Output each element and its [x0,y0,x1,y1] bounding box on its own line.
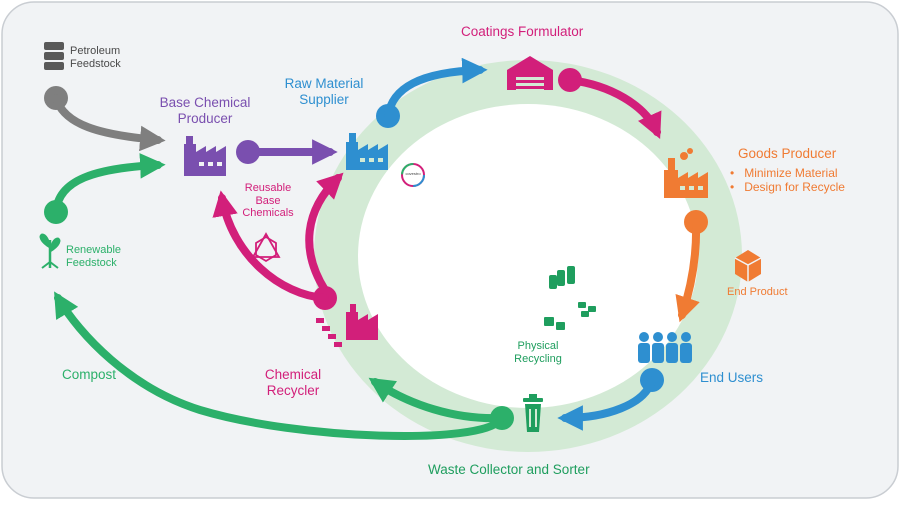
chemical-recycler-label-line2: Recycler [266,382,320,398]
ring-center [358,104,698,408]
compost-label: Compost [62,367,117,382]
raw-material-label-line2: Supplier [299,91,349,107]
end-product-label: End Product [727,286,788,298]
raw-material-factory-icon [346,133,388,170]
petroleum-feedstock-label: Petroleum Feedstock [70,45,121,70]
chemical-recycler-label-line1: Chemical [264,367,322,382]
package-box-icon [734,250,762,282]
recycled-cubes-icon [544,266,596,330]
petroleum-label-line2: Feedstock [70,57,121,70]
base-chemical-factory-icon [184,136,226,176]
raw-material-label-line1: Raw Material [284,76,364,91]
renewable-feedstock-label: Renewable Feedstock [66,244,121,269]
base-chemical-label-line2: Producer [177,110,233,126]
reusable-label-line2: Base [255,194,281,207]
factory-barrels-icon [316,304,378,347]
physical-label-line2: Recycling [514,352,562,365]
oil-barrels-icon [44,42,64,70]
raw-material-supplier-label: Raw Material Supplier [268,76,380,107]
people-group-icon [638,332,692,363]
coatings-formulator-label: Coatings Formulator [461,24,584,39]
supplier-to-formulator-arrow [376,57,488,128]
reusable-base-chemicals-label: Reusable Base Chemicals [228,182,308,220]
chemical-recycler-label: Chemical Recycler [244,367,342,398]
goods-to-end-users-arrow [675,210,708,323]
renewable-to-producer-arrow [44,153,166,224]
reusable-label-line3: Chemicals [242,207,294,220]
goods-bullet-design: Design for Recycle [730,180,845,195]
renewable-label-line1: Renewable [66,244,122,256]
recycler-to-producer-arrow [212,190,337,310]
compost-arrow [54,291,504,440]
goods-bullet-minimize: Minimize Material [730,166,845,181]
goods-producer-label: Goods Producer [738,146,837,161]
reusable-label-line1: Reusable [244,182,292,194]
base-chemical-producer-label: Base Chemical Producer [150,95,260,126]
molecule-icon [251,232,281,263]
end-users-label: End Users [700,370,764,385]
end-users-to-waste-arrow [557,368,664,431]
goods-producer-bullets: Minimize Material Design for Recycle [730,166,845,195]
petroleum-label-line1: Petroleum [70,45,121,57]
petroleum-to-producer-arrow [44,86,166,152]
formulator-to-goods-arrow [558,68,662,140]
renewable-label-line2: Feedstock [66,256,117,269]
physical-recycling-label: Physical Recycling [498,340,578,365]
warehouse-icon [507,56,553,90]
goods-factory-icon [664,148,708,198]
physical-label-line1: Physical [517,340,559,352]
brand-logo-icon [401,163,425,187]
producer-to-supplier-arrow [236,139,338,165]
trash-bin-icon [523,394,543,432]
base-chemical-label-line1: Base Chemical [159,95,251,110]
recycler-to-supplier-arrow [305,172,344,294]
brand-logo-text: covestro [405,171,421,176]
waste-collector-label: Waste Collector and Sorter [428,462,590,477]
seedling-icon [39,233,61,269]
